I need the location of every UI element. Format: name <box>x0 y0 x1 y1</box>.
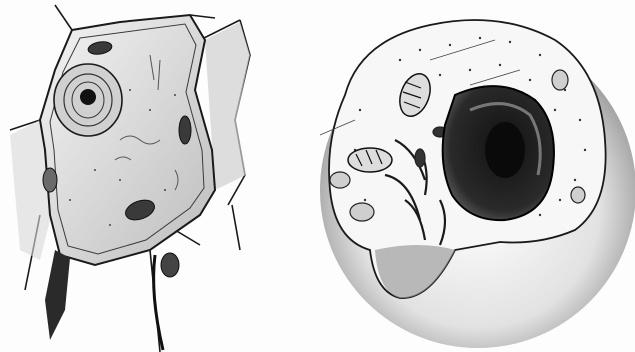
plant-cell-drawing <box>10 5 250 352</box>
plant-bottom-fragment <box>45 250 70 340</box>
animal-cell-drawing <box>320 20 635 348</box>
animal-nucleus <box>443 86 554 220</box>
plant-nucleus <box>54 64 122 136</box>
